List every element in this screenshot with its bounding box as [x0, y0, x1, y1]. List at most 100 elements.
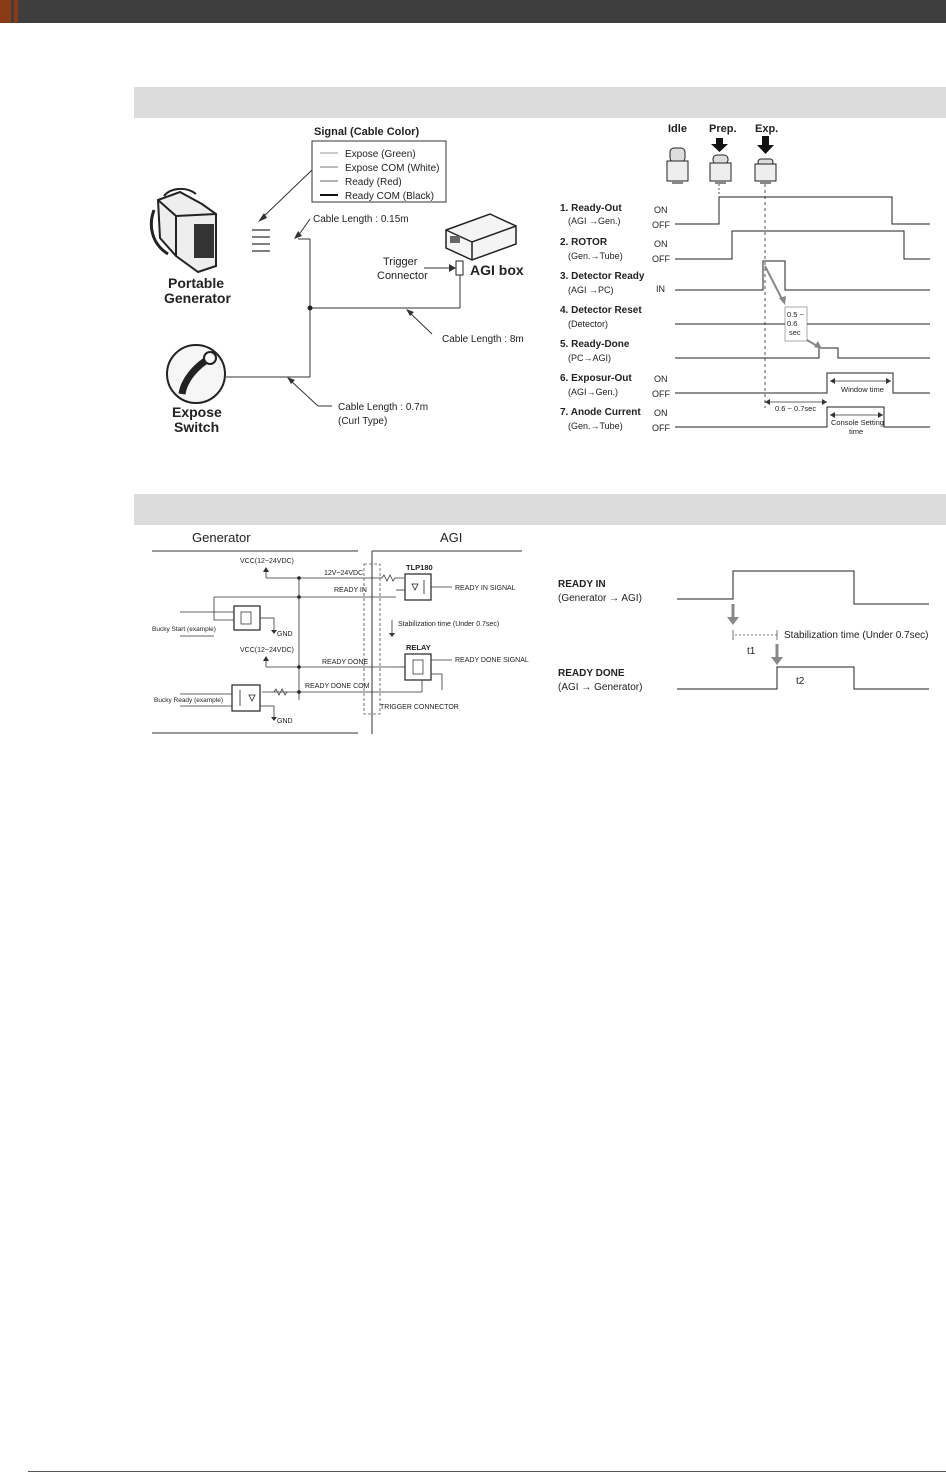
signal-legend-title: Signal (Cable Color)	[314, 126, 419, 138]
bucky-start-label: Bucky Start (example)	[152, 626, 216, 633]
portable-generator-label: Generator	[164, 290, 231, 306]
idle-button-icon	[666, 147, 689, 184]
ready-timing-chart: READY IN (Generator → AGI) Stabilization…	[558, 570, 929, 693]
relay-component	[404, 653, 432, 681]
t1-label: t1	[747, 646, 756, 657]
console-setting-label: time	[849, 427, 863, 436]
window-time-label: Window time	[841, 385, 884, 394]
v12-label: 12V~24VDC	[324, 570, 363, 577]
waveform-detector-ready	[675, 260, 930, 291]
signal-row-name: 3. Detector Ready	[560, 271, 645, 282]
delay-05-label: sec	[789, 328, 801, 337]
stabilization-label: Stabilization time (Under 0.7sec)	[784, 630, 929, 641]
section-header-1	[134, 87, 946, 118]
bucky-start-relay	[233, 605, 261, 631]
signal-item: Ready (Red)	[345, 177, 402, 188]
signal-row-sub: (AGI→Gen.)	[568, 387, 618, 397]
level-label: ON	[654, 374, 668, 384]
level-label: OFF	[652, 254, 670, 264]
vcc2-label: VCC(12~24VDC)	[240, 647, 294, 654]
trigger-connector-label: Trigger	[383, 256, 418, 268]
agi-box-label: AGI box	[470, 262, 524, 278]
level-label: OFF	[652, 220, 670, 230]
state-label-idle: Idle	[668, 123, 687, 135]
signal-row-name: 4. Detector Reset	[560, 305, 642, 316]
state-label-prep: Prep.	[709, 123, 737, 135]
portable-generator-label: Portable	[168, 275, 224, 291]
connection-diagram: Signal (Cable Color) Expose (Green) Expo…	[149, 126, 524, 435]
waveform-ready-out	[675, 196, 930, 225]
signal-row-name: 6. Exposur-Out	[560, 373, 632, 384]
ready-in-label: READY IN	[334, 587, 367, 594]
cable-length-07-label: Cable Length : 0.7m	[338, 402, 428, 413]
delay-arrow-down	[727, 617, 739, 625]
signal-row-name: 2. ROTOR	[560, 237, 608, 248]
signal-legend-box	[311, 140, 447, 203]
generator-heading: Generator	[192, 530, 251, 545]
ready-in-signal-label: READY IN SIGNAL	[455, 585, 516, 592]
exp-down-arrow	[757, 136, 774, 154]
signal-row-sub: (Gen.→Tube)	[568, 251, 623, 261]
bucky-ready-label: Bucky Ready (example)	[154, 697, 223, 704]
waveform-ready-done	[677, 666, 929, 690]
agi-box-image	[445, 213, 517, 261]
ready-done-signal-label: READY DONE SIGNAL	[455, 657, 529, 664]
waveform-exposure-out	[675, 372, 930, 394]
ready-done-title: READY DONE	[558, 668, 625, 679]
expose-switch-label: Switch	[174, 419, 219, 435]
ready-done-subtitle: (AGI → Generator)	[558, 682, 642, 693]
timing-chart: Idle Prep. Exp. 1. Ready-Out (AGI →Gen.)…	[560, 123, 930, 436]
cable-length-07-label: (Curl Type)	[338, 416, 387, 427]
waveform-ready-done	[675, 347, 930, 359]
signal-row-name: 5. Ready-Done	[560, 339, 630, 350]
tlp180-optocoupler	[404, 573, 432, 601]
delay-06-label: 0.6 ~ 0.7sec	[775, 404, 816, 413]
delay-05-label: 0.6	[787, 319, 797, 328]
cable-length-8m-label: Cable Length : 8m	[442, 334, 524, 345]
signal-row-name: 1. Ready-Out	[560, 203, 622, 214]
circuit-diagram: Generator AGI VCC(12~24VDC) 12V~24VDC TL…	[152, 530, 529, 734]
trigger-connector-caption: TRIGGER CONNECTOR	[380, 704, 459, 711]
signal-row-sub: (AGI →PC)	[568, 285, 614, 295]
signal-row-sub: (PC→AGI)	[568, 353, 611, 363]
level-label: ON	[654, 408, 668, 418]
prep-button-icon	[709, 154, 732, 184]
exp-button-icon	[754, 158, 777, 184]
waveform-ready-in	[677, 570, 929, 605]
ready-done-label: READY DONE	[322, 659, 368, 666]
stabilization-note: Stabilization time (Under 0.7sec)	[398, 621, 499, 628]
delay-05-label: 0.5 ~	[787, 310, 805, 319]
portable-generator-image	[149, 188, 217, 274]
level-label: ON	[654, 205, 668, 215]
ready-done-com-label: READY DONE COM	[305, 683, 370, 690]
trigger-connector-label: Connector	[377, 270, 428, 282]
level-label: OFF	[652, 389, 670, 399]
agi-heading: AGI	[440, 530, 462, 545]
bucky-ready-optocoupler	[231, 684, 261, 712]
top-header-bar	[0, 0, 946, 23]
signal-item: Ready COM (Black)	[345, 191, 434, 202]
gnd-label: GND	[277, 718, 293, 725]
expose-switch-label: Expose	[172, 404, 222, 420]
vcc1-label: VCC(12~24VDC)	[240, 558, 294, 565]
level-label: IN	[656, 284, 665, 294]
t2-label: t2	[796, 676, 805, 687]
signal-row-sub: (Gen.→Tube)	[568, 421, 623, 431]
tlp180-label: TLP180	[406, 563, 433, 572]
console-setting-label: Console Setting	[831, 418, 884, 427]
signal-item: Expose COM (White)	[345, 163, 439, 174]
header-accent-stripe	[14, 0, 18, 23]
section-header-2	[134, 494, 946, 525]
level-label: ON	[654, 239, 668, 249]
done-arrow-down	[771, 657, 783, 665]
cable-length-015-label: Cable Length : 0.15m	[313, 214, 409, 225]
signal-row-sub: (AGI →Gen.)	[568, 216, 621, 226]
header-accent-block	[0, 0, 11, 23]
ready-in-title: READY IN	[558, 579, 606, 590]
signal-row-sub: (Detector)	[568, 319, 608, 329]
gnd-label: GND	[277, 631, 293, 638]
waveform-anode-current	[675, 406, 930, 428]
level-label: OFF	[652, 423, 670, 433]
signal-item: Expose (Green)	[345, 149, 416, 160]
trigger-connector-plug	[455, 260, 464, 276]
